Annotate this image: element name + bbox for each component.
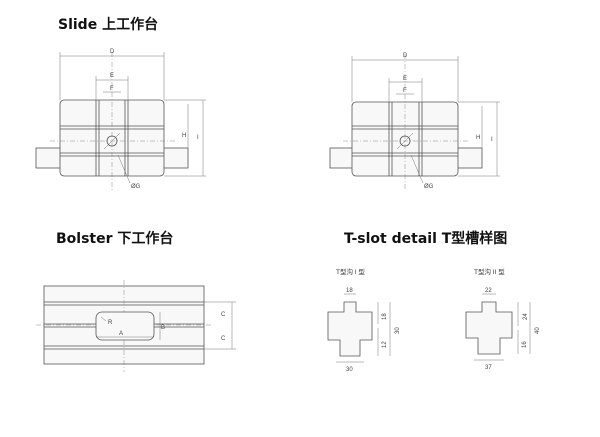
dim-B: B [161, 325, 165, 331]
tslot-2-dim-bottom: 37 [485, 365, 492, 371]
dim-A: A [119, 331, 123, 337]
dim-C-lower: C [221, 336, 226, 342]
dim-G: ØG [131, 184, 141, 190]
dim-I: I [491, 137, 493, 143]
bolster-drawing: R A B C C [36, 280, 236, 372]
slide-heading: Slide 上工作台 [58, 17, 159, 33]
dim-F: F [110, 86, 114, 92]
shank-hole [399, 135, 411, 147]
dim-C-upper: C [221, 312, 226, 318]
dim-R: R [108, 320, 113, 326]
dim-G: ØG [424, 184, 434, 190]
tslot-heading: T-slot detail T型槽样图 [344, 231, 508, 247]
dim-D: D [403, 53, 408, 59]
tslot-2-dim-lower: 16 [522, 341, 528, 348]
tslot-1-dim-top: 18 [346, 288, 353, 294]
tslot-2-dim-upper: 24 [523, 313, 529, 320]
tslot-1-dim-lower: 12 [382, 341, 388, 348]
tslot-2-dim-top: 22 [485, 288, 492, 294]
dim-D: D [110, 49, 115, 55]
dim-E: E [110, 73, 114, 79]
bolster-opening [95, 311, 155, 341]
tslot-type-1: T型沟 I 型 18 18 30 12 30 [327, 267, 401, 373]
dim-H: H [476, 135, 480, 141]
slide-drawing-right: D E F H I ØG [329, 53, 500, 190]
dim-E: E [403, 76, 407, 82]
bolster-heading: Bolster 下工作台 [56, 231, 174, 247]
tslot-1-dim-depth: 30 [395, 327, 401, 334]
tslot-2-profile [465, 301, 513, 355]
tslot-1-profile [327, 301, 373, 357]
dim-H: H [182, 133, 186, 139]
tslot-1-dim-upper: 18 [382, 313, 388, 320]
tslot-2-caption: T型沟 II 型 [474, 267, 505, 276]
tslot-1-dim-bottom: 30 [346, 367, 353, 373]
tslot-1-caption: T型沟 I 型 [336, 267, 365, 276]
shank-hole [106, 135, 118, 147]
slide-drawing-left: D E F H I ØG [35, 49, 206, 190]
tslot-type-2: T型沟 II 型 22 24 40 16 37 [465, 267, 541, 371]
tslot-2-dim-depth: 40 [535, 327, 541, 334]
dim-I: I [197, 135, 199, 141]
dim-F: F [403, 88, 407, 94]
